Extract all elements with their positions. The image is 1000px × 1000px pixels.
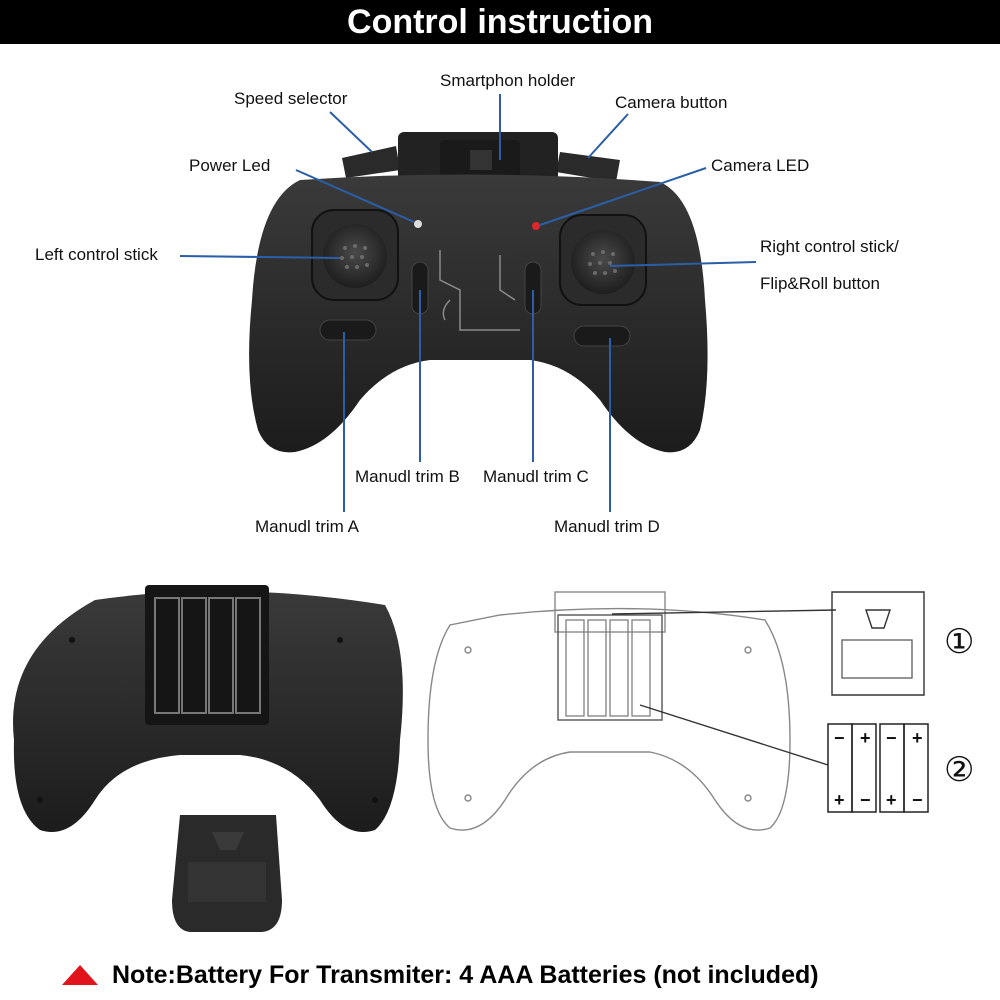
label-trim-d: Manudl trim D [554,517,660,536]
camera-led [532,222,540,230]
label-left-control-stick: Left control stick [35,245,158,264]
battery-plus-top: + [860,728,871,748]
label-flip-roll-button: Flip&Roll button [760,274,881,293]
battery-note-text: Note:Battery For Transmiter: 4 AAA Batte… [112,960,819,989]
battery-plus-bottom: + [834,790,845,810]
step-2-label: ② [944,751,975,789]
label-camera-button: Camera button [615,93,728,112]
header-bar: Control instruction [0,0,1000,44]
label-trim-b: Manudl trim B [355,467,460,486]
battery-plus-top-2: + [912,728,923,748]
controller-front-view [249,132,708,453]
trim-d-button [573,325,631,347]
battery-minus-top-2: − [886,728,897,748]
callout-lines [179,94,757,512]
power-led [414,220,422,228]
label-trim-a: Manudl trim A [255,517,359,536]
step-1-label: ① [944,623,975,661]
battery-minus-bottom: − [860,790,871,810]
page-title: Control instruction [347,2,653,41]
speed-selector-button [342,146,400,178]
trim-a-button [319,319,377,341]
camera-shoulder-button [556,152,620,182]
battery-note: Note:Battery For Transmiter: 4 AAA Batte… [62,955,819,995]
right-control-stick [571,230,635,294]
left-control-stick [323,224,387,288]
label-right-control-stick: Right control stick/ [760,237,899,256]
label-speed-selector: Speed selector [234,89,348,108]
label-trim-c: Manudl trim C [483,467,589,486]
label-camera-led: Camera LED [711,156,810,175]
controller-back-view [13,585,403,932]
label-smartphone-holder: Smartphon holder [440,71,576,90]
battery-install-diagram [427,591,929,831]
battery-minus-bottom-2: − [912,790,923,810]
battery-minus-top: − [834,728,845,748]
battery-plus-bottom-2: + [886,790,897,810]
warning-triangle-icon [62,965,98,985]
label-power-led: Power Led [189,156,271,175]
